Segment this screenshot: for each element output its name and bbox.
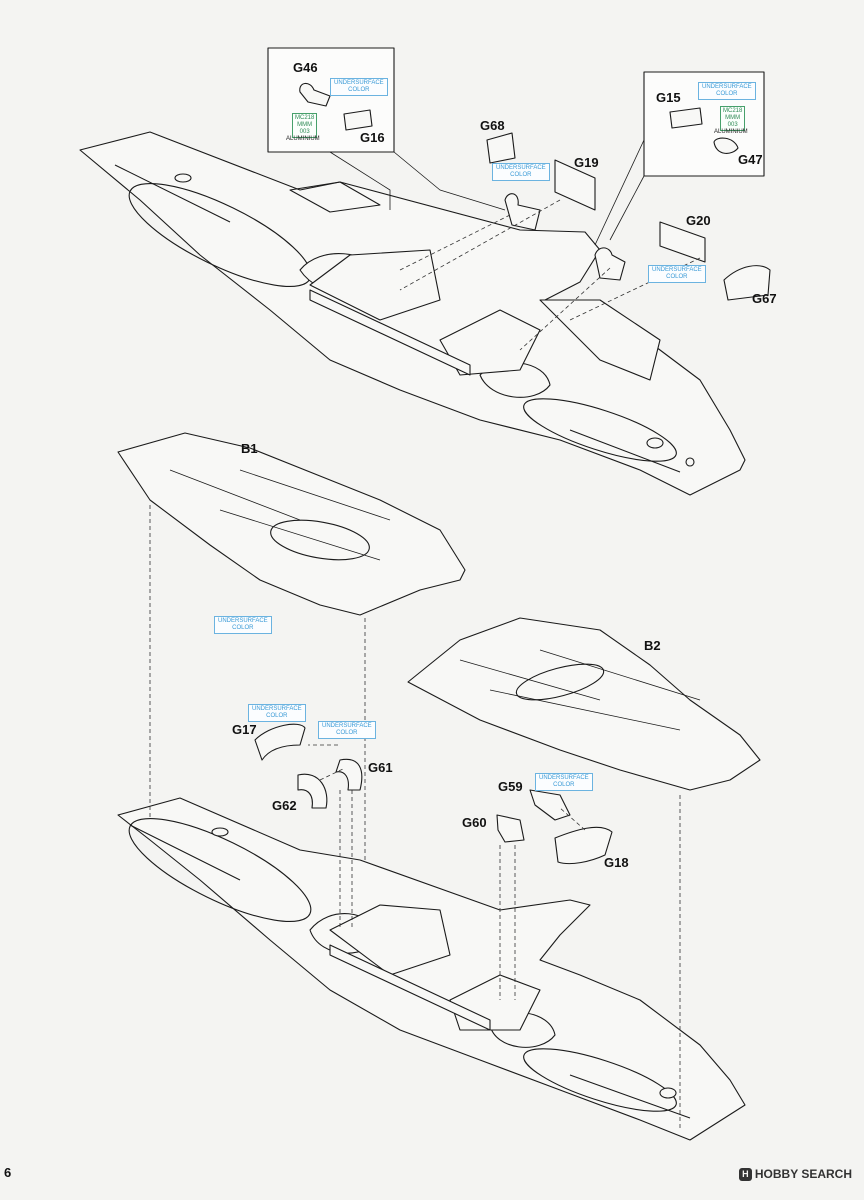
part-label-g18: G18 — [604, 855, 629, 870]
page-number: 6 — [4, 1165, 12, 1180]
part-label-g59: G59 — [498, 779, 523, 794]
inset-box-g46-g16 — [267, 47, 395, 153]
aluminium-note: ALUMINIUM — [714, 129, 748, 135]
part-label-g61: G61 — [368, 760, 393, 775]
part-label-g20: G20 — [686, 213, 711, 228]
lower-wing-bottom — [117, 797, 746, 1141]
part-label-g15: G15 — [656, 90, 681, 105]
part-label-b1: B1 — [241, 441, 258, 456]
part-label-g46: G46 — [293, 60, 318, 75]
part-label-g47: G47 — [738, 152, 763, 167]
part-label-b2: B2 — [644, 638, 661, 653]
part-label-g67: G67 — [752, 291, 777, 306]
part-label-g60: G60 — [462, 815, 487, 830]
part-label-g68: G68 — [480, 118, 505, 133]
wing-panel-oval — [523, 398, 677, 462]
aluminium-note: ALUMINIUM — [286, 136, 320, 142]
part-label-g62: G62 — [272, 798, 297, 813]
part-label-g19: G19 — [574, 155, 599, 170]
part-label-g16: G16 — [360, 130, 385, 145]
part-label-g17: G17 — [232, 722, 257, 737]
upper-wing-b2 — [407, 617, 761, 791]
lower-wing-top — [79, 131, 746, 496]
hobby-search-logo-icon: H — [738, 1168, 752, 1182]
